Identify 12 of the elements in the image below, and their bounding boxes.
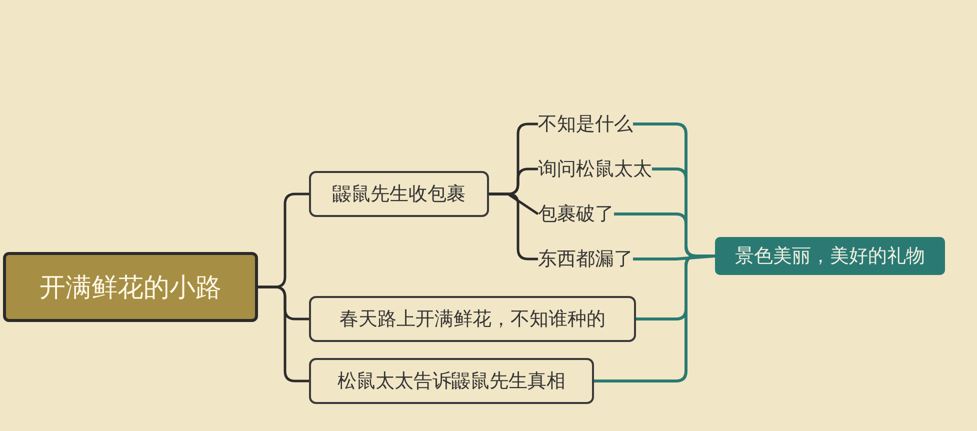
- root-box: 开满鲜花的小路: [3, 252, 258, 322]
- topic-text: 询问松鼠太太: [538, 155, 652, 183]
- topic-box: 春天路上开满鲜花，不知谁种的: [309, 296, 636, 342]
- topic-text: 包裹破了: [538, 200, 614, 228]
- brace-connector: [489, 192, 538, 260]
- brace-connector: [594, 254, 715, 382]
- summary-box: 景色美丽，美好的礼物: [715, 237, 945, 275]
- topic-box: 松鼠太太告诉鼹鼠先生真相: [309, 358, 594, 404]
- brace-connector: [258, 286, 309, 382]
- topic-box: 鼹鼠先生收包裹: [309, 171, 489, 217]
- topic-text: 不知是什么: [538, 110, 633, 138]
- topic-text: 东西都漏了: [538, 245, 633, 273]
